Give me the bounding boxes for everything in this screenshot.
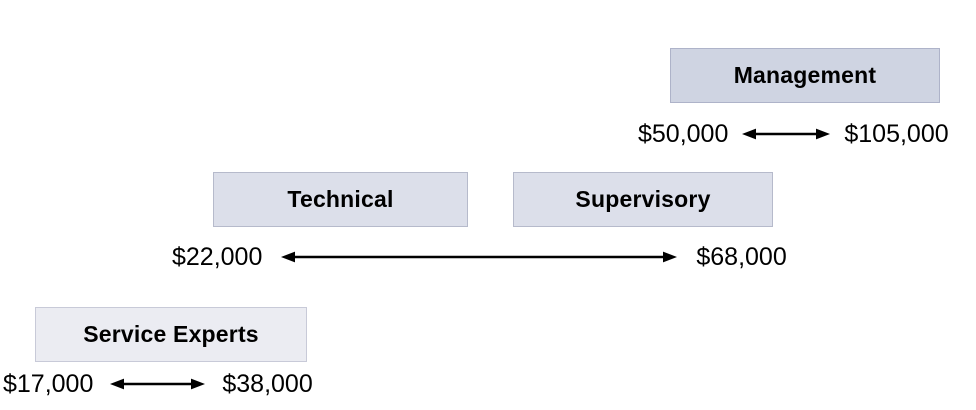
band-box-technical: Technical xyxy=(213,172,468,227)
range-max-service-experts: $38,000 xyxy=(222,370,313,398)
band-box-management: Management xyxy=(670,48,940,103)
range-min-technical-supervisory: $22,000 xyxy=(172,243,263,271)
band-box-service-experts: Service Experts xyxy=(35,307,307,362)
band-label-management: Management xyxy=(733,62,877,88)
double-arrow-icon xyxy=(281,251,678,263)
salary-range-technical-supervisory: $22,000 $68,000 xyxy=(172,242,787,272)
band-box-supervisory: Supervisory xyxy=(513,172,773,227)
salary-range-management: $50,000 $105,000 xyxy=(638,119,949,149)
range-min-management: $50,000 xyxy=(638,120,729,148)
band-label-supervisory: Supervisory xyxy=(575,186,711,212)
range-max-management: $105,000 xyxy=(844,120,949,148)
range-max-technical-supervisory: $68,000 xyxy=(696,243,787,271)
band-label-service-experts: Service Experts xyxy=(83,321,259,347)
salary-range-service-experts: $17,000 $38,000 xyxy=(3,369,313,399)
double-arrow-icon xyxy=(742,128,831,140)
band-label-technical: Technical xyxy=(287,186,394,212)
double-arrow-icon xyxy=(110,378,206,390)
range-min-service-experts: $17,000 xyxy=(3,370,94,398)
